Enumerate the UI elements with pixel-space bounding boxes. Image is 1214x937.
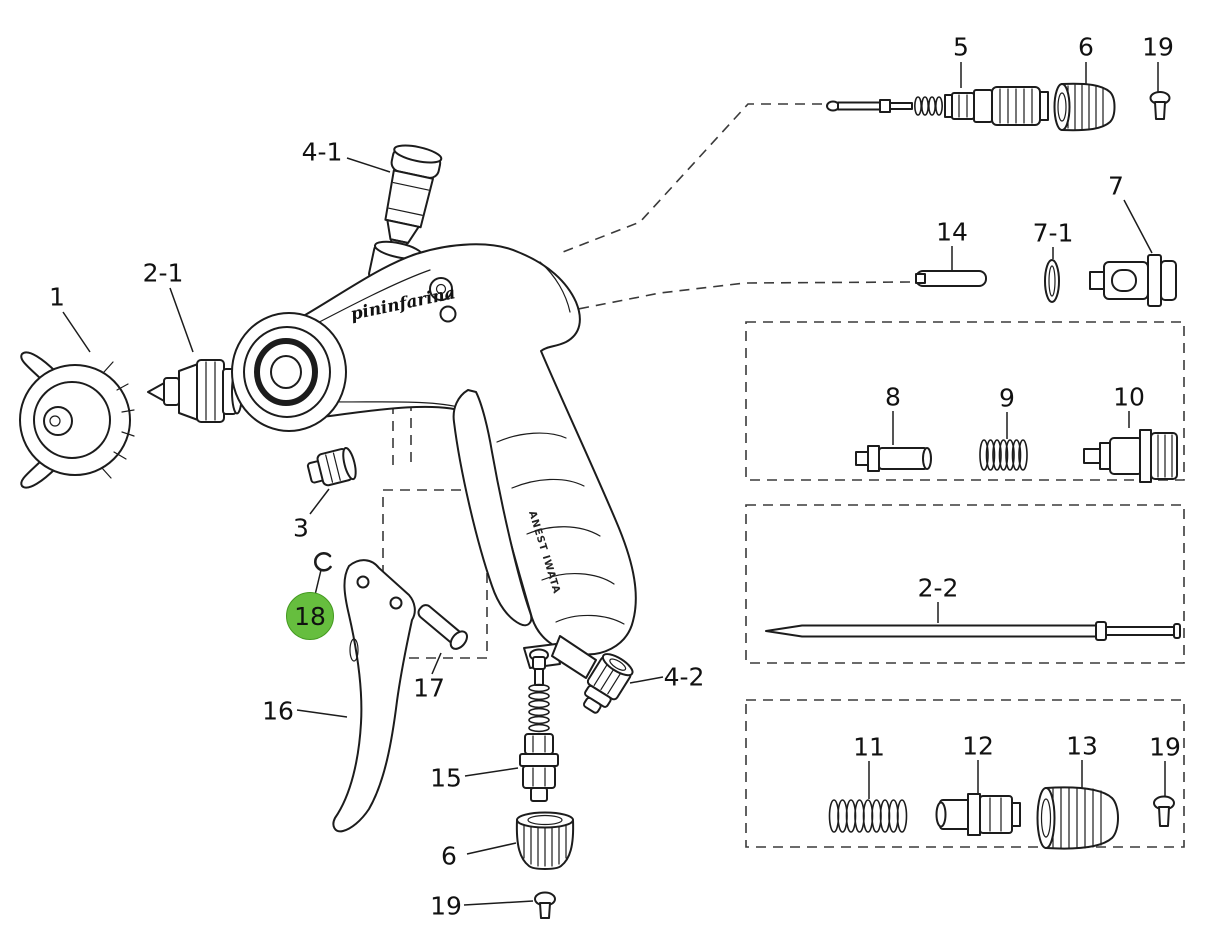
part-6-knob-top	[1053, 82, 1116, 132]
part-label-10[interactable]: 10	[1113, 382, 1145, 412]
part-7-1-o-ring	[1044, 259, 1060, 303]
part-label-2-2[interactable]: 2-2	[917, 573, 959, 603]
part-4-1-air-adjustment-knob	[384, 144, 443, 258]
part-label-19-box[interactable]: 19	[1149, 732, 1181, 762]
part-15-fluid-adjustment-set	[519, 648, 559, 802]
part-18-snap-ring	[313, 552, 332, 572]
part-10-air-valve-assembly	[1083, 429, 1178, 483]
part-label-7[interactable]: 7	[1108, 171, 1124, 201]
part-label-9[interactable]: 9	[999, 383, 1015, 413]
part-19-screw-top	[1149, 91, 1171, 120]
gun-body: pininfarina ANEST IWATA	[231, 240, 637, 679]
part-label-18-highlighted[interactable]: 18	[286, 592, 334, 640]
part-9-valve-spring	[979, 439, 1028, 471]
part-14-valve-pin	[915, 270, 987, 287]
part-2-1-fluid-nozzle	[147, 359, 243, 423]
part-label-13[interactable]: 13	[1066, 731, 1098, 761]
part-12-spring-seat	[935, 793, 1021, 836]
part-13-knob	[1036, 786, 1119, 850]
part-label-12[interactable]: 12	[962, 731, 994, 761]
part-label-3[interactable]: 3	[293, 513, 309, 543]
part-label-11[interactable]: 11	[853, 732, 885, 762]
part-label-15[interactable]: 15	[430, 763, 462, 793]
part-label-4-1[interactable]: 4-1	[301, 137, 343, 167]
part-5-air-valve-set	[826, 86, 1049, 126]
part-11-spring	[828, 799, 908, 833]
part-16-trigger	[332, 559, 416, 833]
leader-lines	[62, 62, 1166, 906]
part-19-screw-box	[1153, 795, 1175, 827]
part-1-air-cap	[19, 351, 135, 489]
part-4-2-air-nipple	[582, 653, 634, 714]
part-label-4-2[interactable]: 4-2	[663, 662, 705, 692]
part-17-trigger-pivot-pin	[417, 604, 468, 650]
part-6-knob-bottom	[515, 811, 575, 870]
part-label-5[interactable]: 5	[953, 32, 969, 62]
part-label-16[interactable]: 16	[262, 696, 294, 726]
part-2-2-fluid-needle	[765, 621, 1181, 641]
part-7-air-valve	[1089, 254, 1177, 307]
part-label-2-1[interactable]: 2-1	[142, 258, 184, 288]
part-label-19-top[interactable]: 19	[1142, 32, 1174, 62]
part-label-8[interactable]: 8	[885, 382, 901, 412]
part-label-6-top[interactable]: 6	[1078, 32, 1094, 62]
part-8-valve-seat	[855, 445, 932, 472]
part-label-19-bottom[interactable]: 19	[430, 891, 462, 921]
part-label-7-1[interactable]: 7-1	[1032, 218, 1074, 248]
part-3-needle-packing-set	[306, 446, 357, 487]
part-label-1[interactable]: 1	[49, 282, 65, 312]
part-label-6-bottom[interactable]: 6	[441, 841, 457, 871]
part-19-screw-bottom	[534, 891, 556, 919]
part-label-14[interactable]: 14	[936, 217, 968, 247]
part-label-17[interactable]: 17	[413, 673, 445, 703]
